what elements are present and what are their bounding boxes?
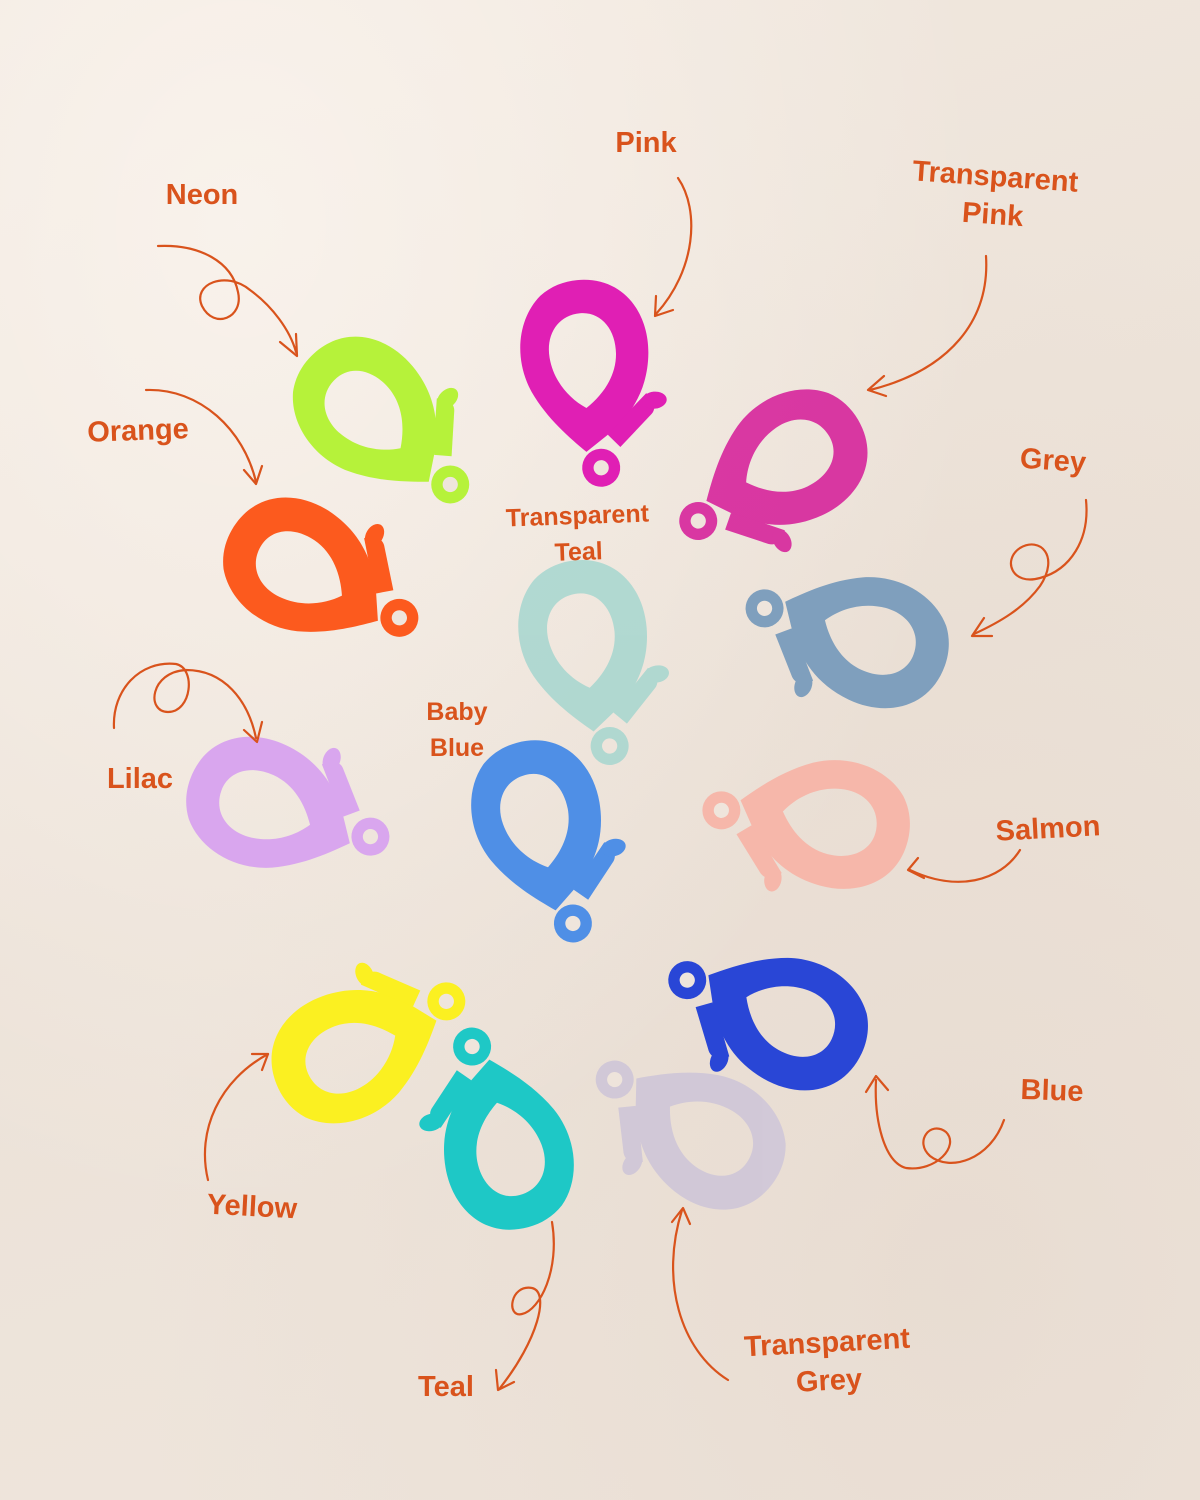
arrow-lilac xyxy=(112,662,264,744)
arrow-yellow xyxy=(203,1052,270,1182)
arrow-neon xyxy=(156,244,299,358)
arrow-transparent-pink xyxy=(866,254,988,398)
arrow-teal xyxy=(494,1220,555,1392)
arrow-pink xyxy=(653,176,693,318)
label-orange: Orange xyxy=(86,413,190,449)
label-transparent-pink: Transparent Pink xyxy=(894,151,1095,240)
arrow-salmon xyxy=(906,848,1022,883)
label-baby-blue-line1: Baby xyxy=(426,698,488,726)
label-teal: Teal xyxy=(418,1371,474,1403)
label-blue: Blue xyxy=(1020,1073,1084,1109)
label-transparent-teal: Transparent Teal xyxy=(495,495,661,573)
label-transparent-grey: Transparent Grey xyxy=(728,1319,928,1405)
label-baby-blue-line2: Blue xyxy=(429,734,485,762)
arrow-transparent-grey xyxy=(670,1206,730,1382)
label-salmon: Salmon xyxy=(994,810,1102,848)
label-yellow: Yellow xyxy=(206,1188,298,1226)
label-baby-blue: Baby Blue xyxy=(414,694,500,766)
arrow-orange xyxy=(144,388,264,486)
label-transparent-teal-line2: Teal xyxy=(554,537,604,567)
label-grey: Grey xyxy=(1018,442,1088,480)
label-lilac: Lilac xyxy=(106,763,174,795)
label-transparent-teal-line1: Transparent xyxy=(505,499,650,533)
label-neon: Neon xyxy=(165,179,239,211)
arrow-grey xyxy=(970,498,1088,638)
label-pink: Pink xyxy=(615,127,677,159)
arrow-blue xyxy=(864,1074,1006,1170)
